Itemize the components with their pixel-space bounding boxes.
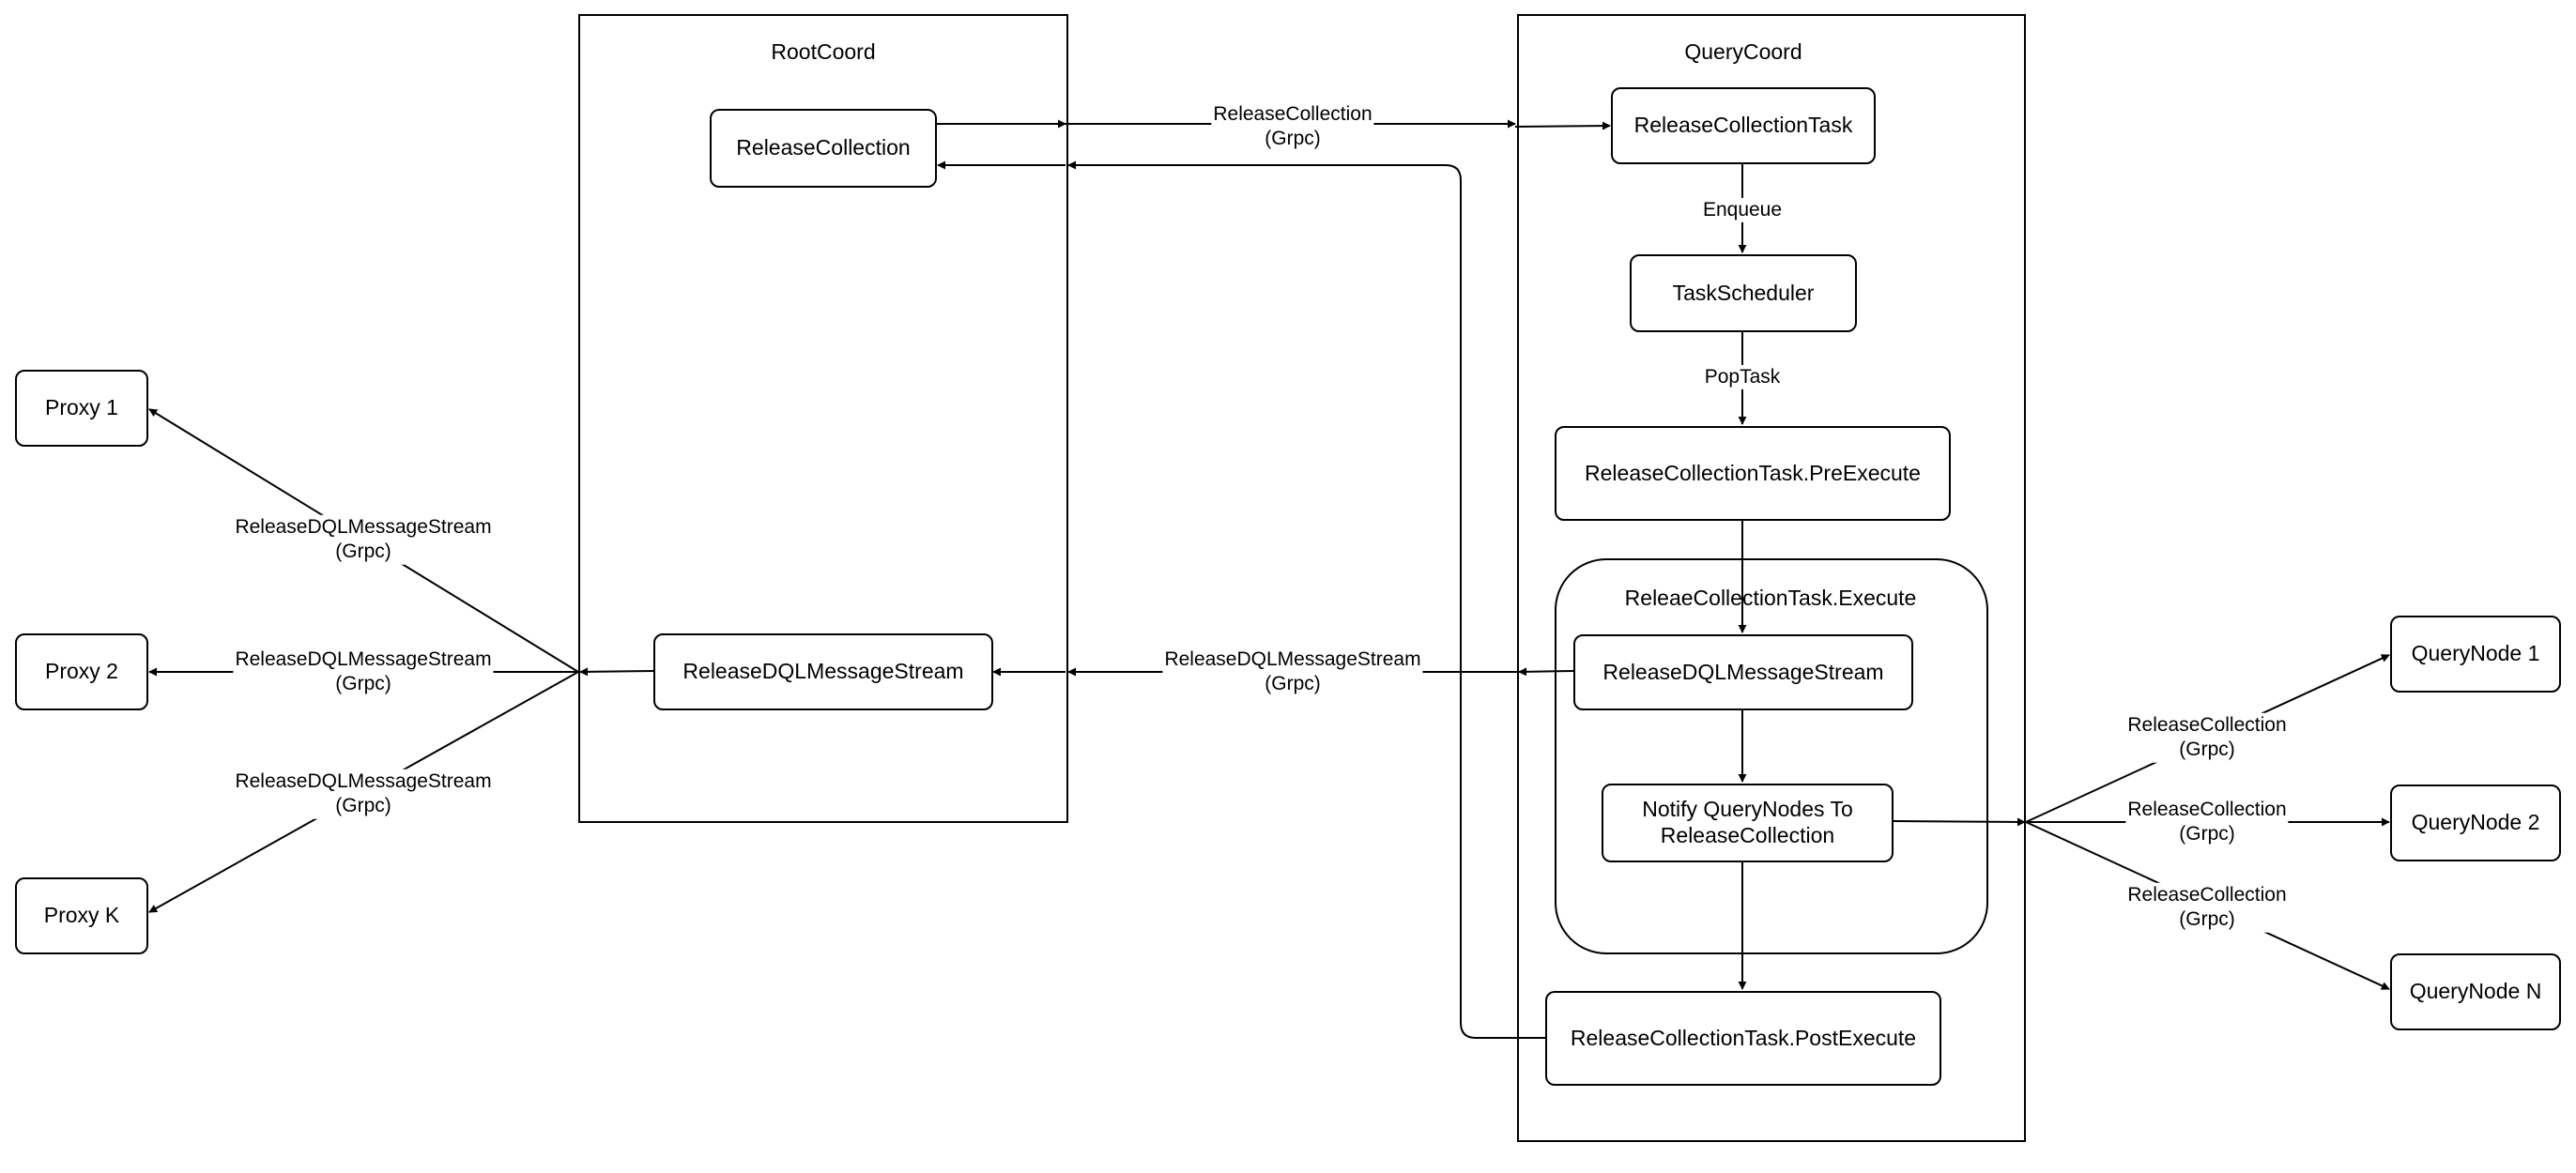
label-rc-node1: ReleaseCollection(Grpc) [2125,712,2289,763]
edge-rootcoord-dql-out [579,667,654,677]
edge-notify-to-fanout [1893,817,2026,827]
label-rc-node2: ReleaseCollection(Grpc) [2125,797,2289,847]
rootcoord-release-collection-box: ReleaseCollection [710,109,937,188]
proxy-k-box: Proxy K [15,877,148,954]
querynode-2-box: QueryNode 2 [2390,785,2561,861]
label-enqueue: Enqueue [1700,197,1785,223]
pre-execute-box: ReleaseCollectionTask.PreExecute [1555,426,1951,521]
label-dql-stream-rpc-proxy2: ReleaseDQLMessageStream(Grpc) [233,647,494,697]
label-release-collection-rpc: ReleaseCollection(Grpc) [1211,101,1374,152]
label-rc-noden: ReleaseCollection(Grpc) [2125,882,2289,933]
edge-qc-dql-to-boundary [1518,667,1574,677]
rootcoord-release-dql-stream-box: ReleaseDQLMessageStream [653,633,993,710]
proxy-1-box: Proxy 1 [15,370,148,447]
label-dql-stream-rpc-proxyk: ReleaseDQLMessageStream(Grpc) [233,769,494,819]
notify-line2: ReleaseCollection [1660,823,1835,847]
execute-title: ReleaeCollectionTask.Execute [1624,586,1917,610]
querynode-n-box: QueryNode N [2390,953,2561,1030]
notify-line1: Notify QueryNodes To [1642,797,1853,822]
querycoord-title: QueryCoord [1684,39,1802,64]
execute-container [1555,558,1988,954]
label-dql-stream-rpc-proxy1: ReleaseDQLMessageStream(Grpc) [233,514,494,565]
edge-postexecute-return [1067,160,1545,1039]
rootcoord-title: RootCoord [771,39,876,64]
querynode-1-box: QueryNode 1 [2390,616,2561,693]
label-dql-stream-rpc-center: ReleaseDQLMessageStream(Grpc) [1162,647,1423,697]
notify-querynodes-box: Notify QueryNodes To ReleaseCollection [1602,784,1894,862]
edge-querycoord-to-task [1514,121,1611,130]
querycoord-release-dql-stream-box: ReleaseDQLMessageStream [1573,634,1913,710]
rootcoord-container [578,14,1068,823]
querycoord-container [1517,14,2026,1142]
label-poptask: PopTask [1702,364,1783,390]
proxy-2-box: Proxy 2 [15,633,148,710]
task-scheduler-box: TaskScheduler [1630,254,1857,332]
post-execute-box: ReleaseCollectionTask.PostExecute [1545,991,1941,1086]
release-collection-task-box: ReleaseCollectionTask [1611,87,1876,164]
